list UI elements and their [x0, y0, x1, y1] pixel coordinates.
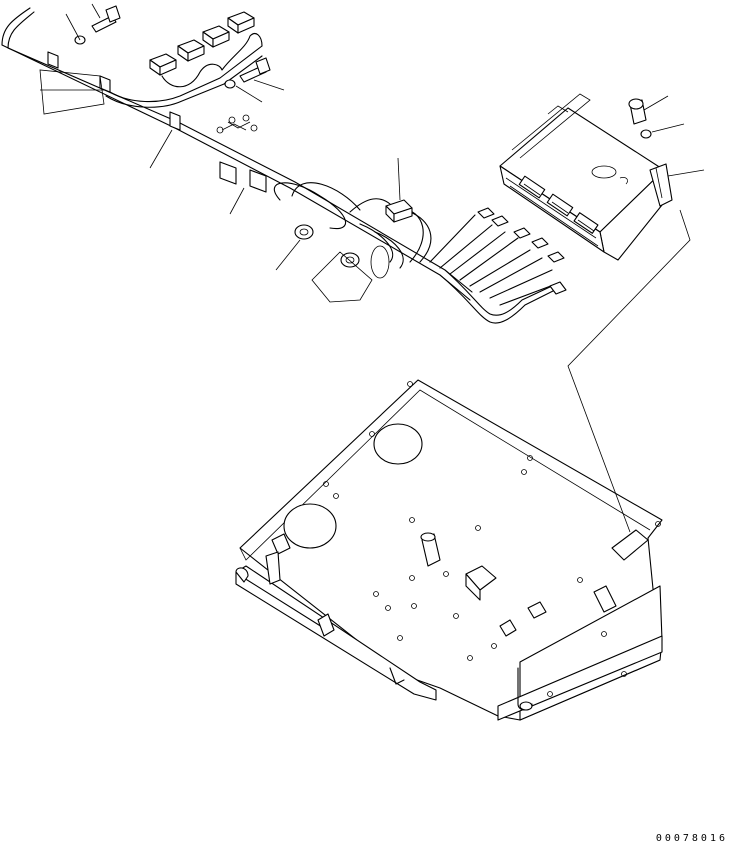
inline-connector [385, 199, 413, 223]
grommets [294, 224, 390, 279]
bolt-controller [628, 98, 652, 139]
branch-connectors [477, 207, 567, 295]
harness-clamps [47, 51, 267, 193]
controller-unit [499, 93, 673, 261]
leader-lines [39, 3, 705, 533]
rivet-symbol [216, 114, 258, 134]
bolt-top-left [74, 5, 121, 45]
wiring-harness [1, 7, 557, 324]
relay-group [149, 11, 263, 88]
floor-plate [235, 379, 663, 721]
document-number: 00078016 [655, 833, 728, 844]
bolt-harness [224, 57, 271, 89]
